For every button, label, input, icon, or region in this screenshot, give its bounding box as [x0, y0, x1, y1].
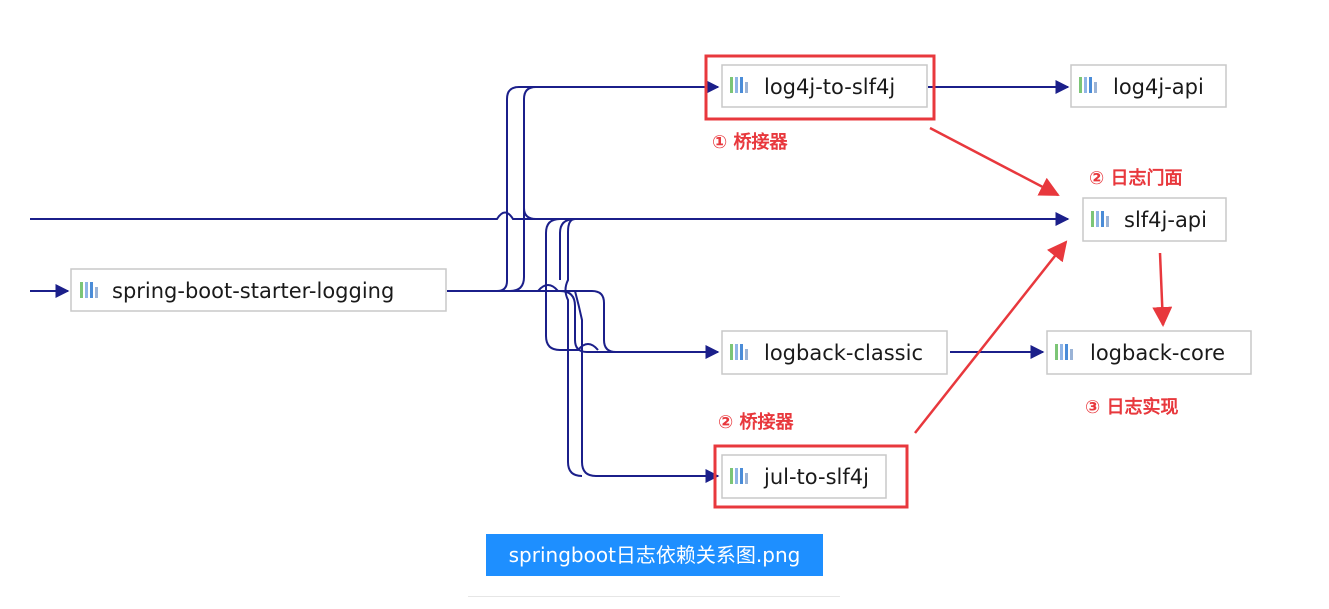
edge-starter-jul-to-slf4j [574, 290, 720, 483]
node-jul-to-slf4j[interactable]: jul-to-slf4j [713, 444, 909, 509]
highlight-box [704, 54, 936, 121]
node-log4j-to-slf4j[interactable]: log4j-to-slf4j [704, 54, 936, 121]
node-spring-boot-starter-logging[interactable]: spring-boot-starter-logging [70, 268, 447, 312]
dependency-edges [30, 80, 1070, 483]
node-logback-core[interactable]: logback-core [1046, 330, 1252, 375]
node-label: slf4j-api [1124, 208, 1207, 232]
edge-starter-log4j-outer [447, 86, 708, 292]
node-label: spring-boot-starter-logging [112, 279, 394, 303]
annotation-impl: ③ 日志实现 [1085, 396, 1179, 418]
arrow-bridge2-to-facade [914, 240, 1068, 434]
edge-starter-logback-classic [447, 284, 720, 359]
annotation-arrows [914, 126, 1173, 434]
node-label: log4j-to-slf4j [764, 75, 895, 99]
arrow-bridge1-to-facade [929, 126, 1060, 197]
annotation-bridge1: ① 桥接器 [712, 131, 789, 153]
node-slf4j-api[interactable]: slf4j-api [1082, 197, 1227, 242]
node-label: logback-core [1090, 341, 1225, 365]
edge-to-slf4j-api [30, 211, 1070, 226]
annotation-bridge2: ② 桥接器 [718, 411, 795, 433]
annotation-facade: ② 日志门面 [1089, 167, 1183, 189]
node-logback-classic[interactable]: logback-classic [721, 330, 948, 375]
edge-log4j-slf4j-branch [523, 200, 537, 220]
edge-jul-slf4j-branch [564, 218, 583, 477]
node-label: logback-classic [764, 341, 923, 365]
highlight-box [713, 444, 909, 509]
caption-divider [468, 596, 840, 597]
edge-slf4j-loop-1 [545, 218, 599, 351]
edge-starter-log4j-to-slf4j [447, 80, 720, 292]
arrow-facade-to-impl [1152, 252, 1173, 327]
node-label: jul-to-slf4j [763, 465, 869, 489]
node-log4j-api[interactable]: log4j-api [1070, 64, 1227, 108]
edge-starter-logback-classic-2 [447, 290, 620, 353]
node-label: log4j-api [1113, 75, 1204, 99]
image-caption: springboot日志依赖关系图.png [486, 534, 823, 576]
